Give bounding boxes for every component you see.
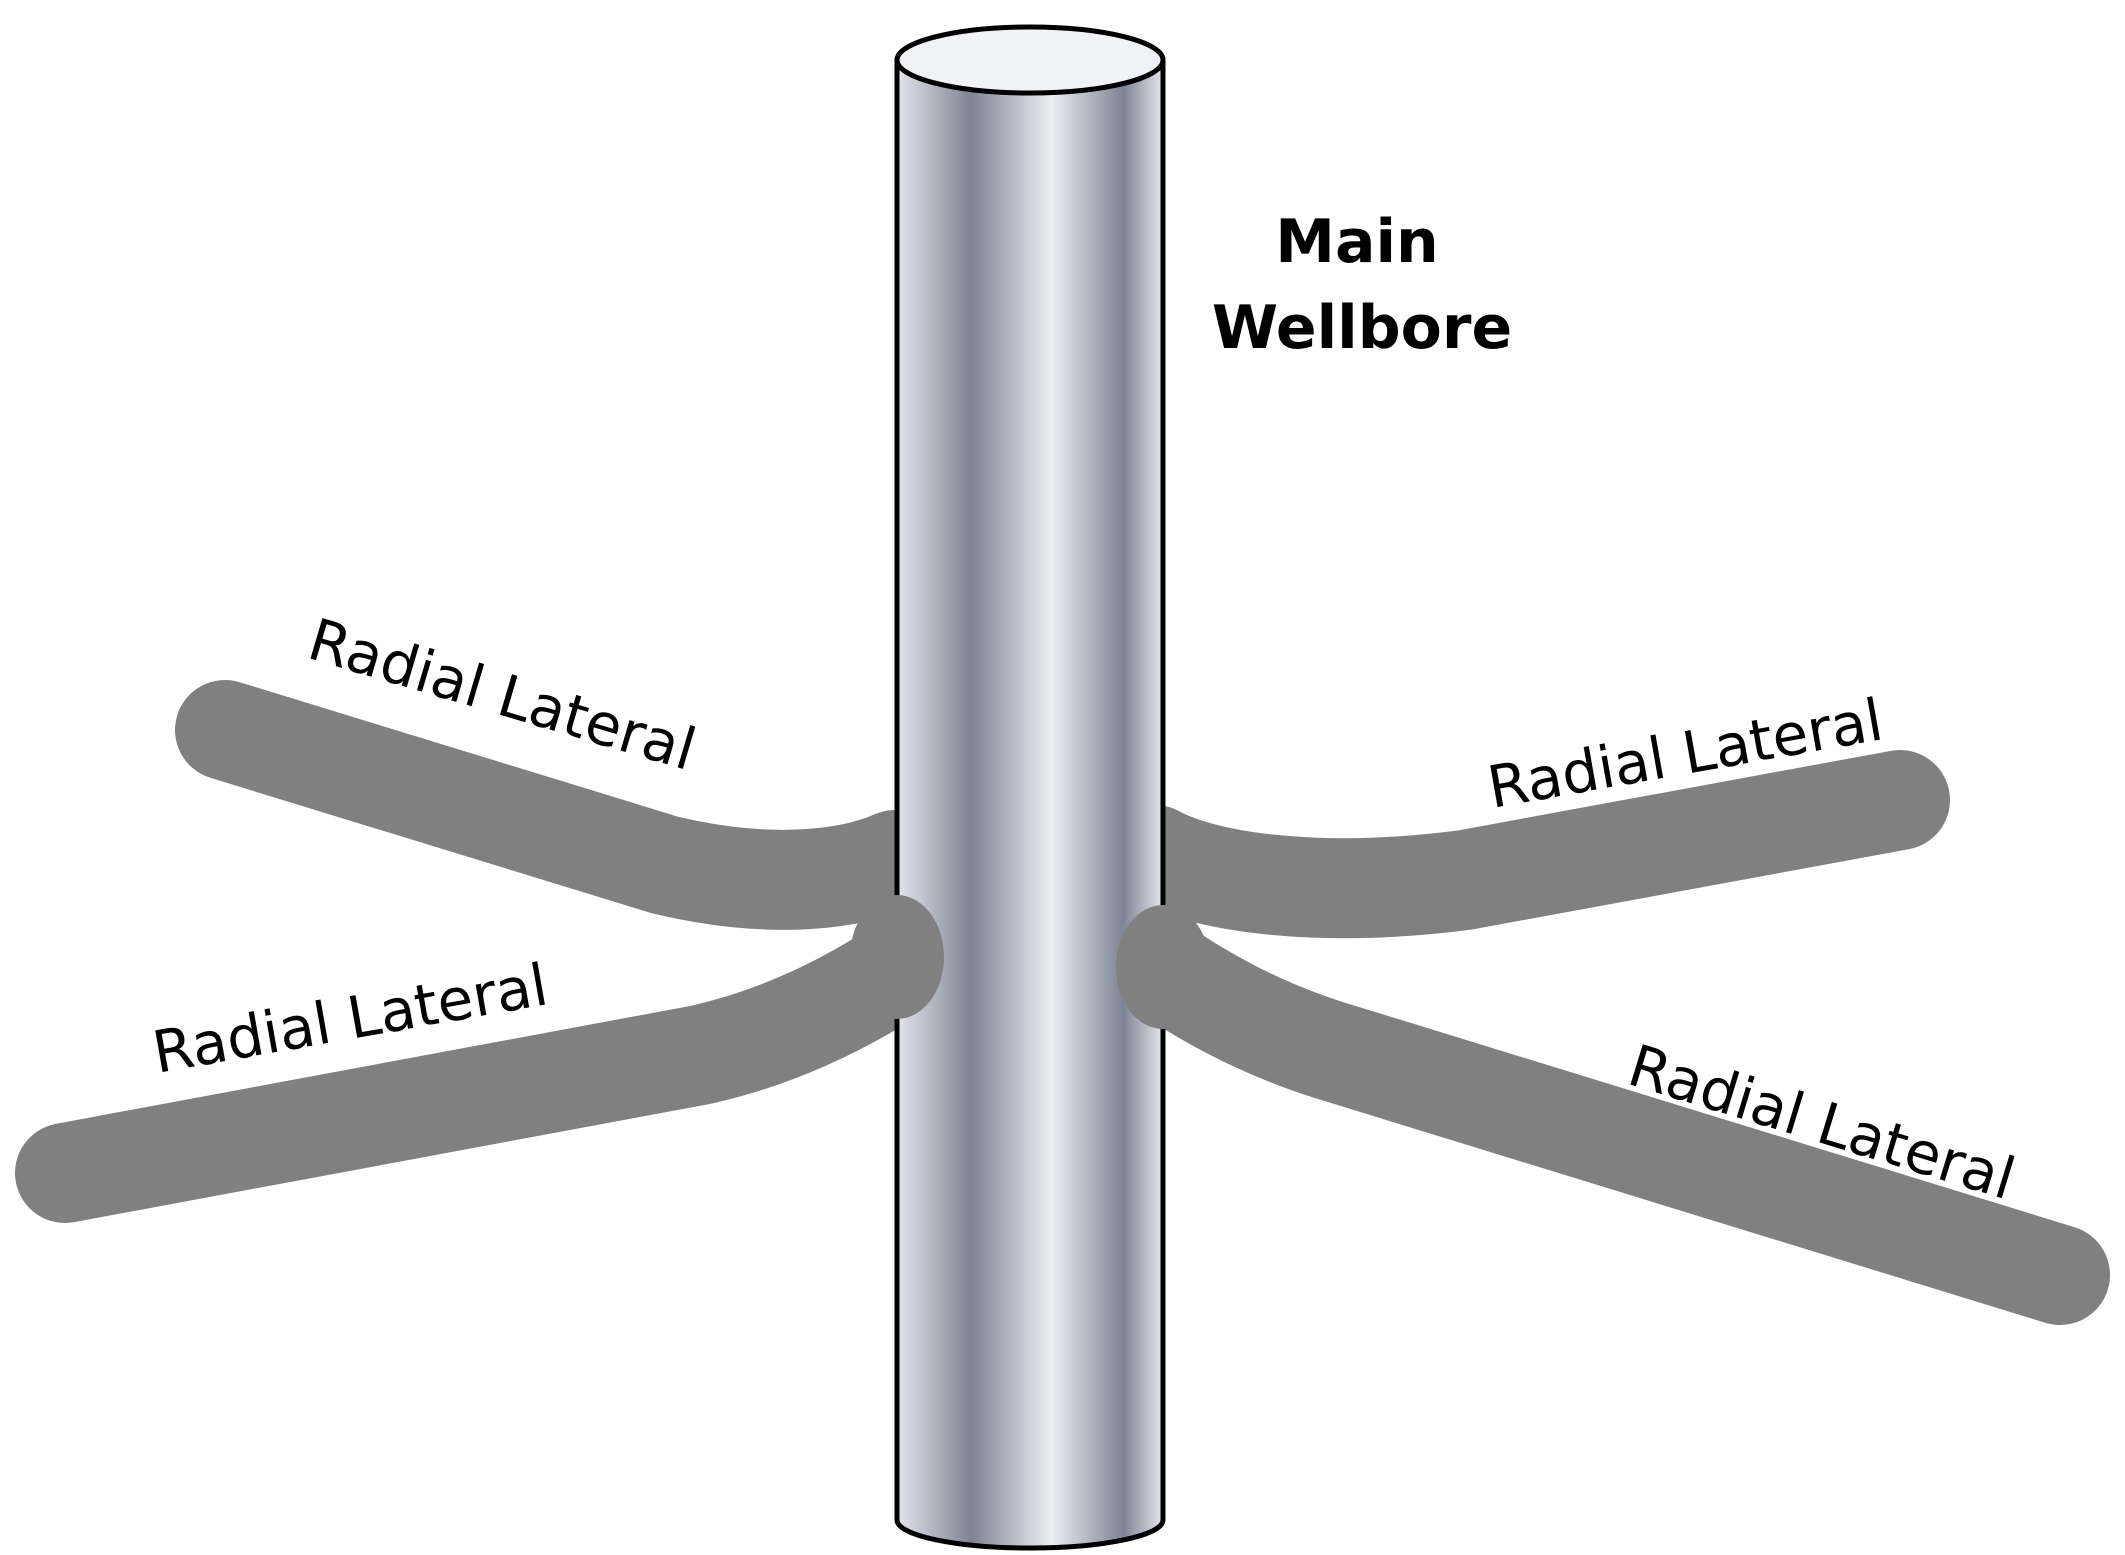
lateral-stub-left xyxy=(850,895,944,1019)
main-wellbore-label-line2: Wellbore xyxy=(1212,293,1512,363)
main-wellbore-label-line1: Main xyxy=(1275,207,1438,277)
main-wellbore-pipe xyxy=(894,24,1166,1551)
pipe-top-opening xyxy=(894,24,1166,96)
lateral-stub-right xyxy=(1116,905,1210,1029)
lateral-upper-right xyxy=(1105,750,1950,939)
lateral-upper-left xyxy=(175,680,945,930)
